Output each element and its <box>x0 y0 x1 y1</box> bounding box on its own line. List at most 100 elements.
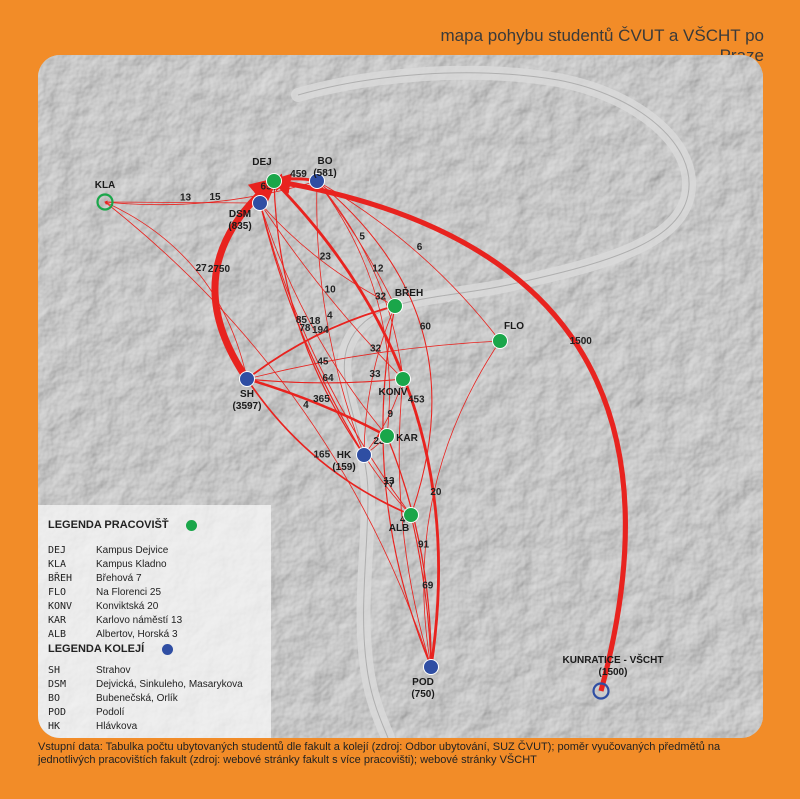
node-kun <box>592 682 610 700</box>
node-count-bo: (581) <box>313 168 336 179</box>
flow-value-label: 45 <box>317 357 329 368</box>
node-label-kar: KAR <box>396 433 418 444</box>
flow-value-label: 194 <box>312 325 329 336</box>
node-kar <box>379 428 395 444</box>
legend-abbr: KONV <box>48 601 73 612</box>
legend-row: ALB Albertov, Horská 3 <box>48 629 268 643</box>
flow-value-label: 78 <box>299 323 311 334</box>
flow-dsm-alb <box>259 202 412 516</box>
node-alb <box>403 507 419 523</box>
flow-pod-kar <box>386 435 432 668</box>
legend-description: Břehová 7 <box>96 573 142 584</box>
legend-abbr: DSM <box>48 679 67 690</box>
flow-value-label: 459 <box>290 169 307 180</box>
legend-row: KONV Konviktská 20 <box>48 601 268 615</box>
node-breh <box>387 298 403 314</box>
flow-hk-breh <box>363 305 396 456</box>
flow-value-label: 23 <box>320 251 332 262</box>
flow-dsm-kla <box>104 200 261 204</box>
flow-value-label: 77 <box>383 479 395 490</box>
legend-abbr: DEJ <box>48 545 67 556</box>
legend-abbr: ALB <box>48 629 67 640</box>
legend-description: Albertov, Horská 3 <box>96 629 178 640</box>
node-count-sh: (3597) <box>233 401 262 412</box>
flow-dsm-konv <box>259 202 404 380</box>
flow-value-label: 365 <box>313 394 330 405</box>
flow-value-label: 453 <box>408 394 425 405</box>
legend-dorms-title: LEGENDA KOLEJÍ <box>48 643 145 655</box>
flow-hk-dej <box>271 180 365 456</box>
flow-bo-alb <box>316 180 433 516</box>
legend-description: Bubenečská, Orlík <box>96 693 178 704</box>
flow-value-label: 13 <box>383 476 395 487</box>
node-label-kun: KUNRATICE - VŠCHT <box>563 653 664 666</box>
legend-abbr: SH <box>48 665 61 676</box>
node-sh <box>239 371 255 387</box>
river-bank <box>297 72 690 738</box>
node-label-hk: HK <box>337 450 352 461</box>
legend-row: SH Strahov <box>48 665 268 679</box>
node-konv <box>395 371 411 387</box>
node-count-pod: (750) <box>411 689 434 700</box>
footnote: Vstupní data: Tabulka počtu ubytovaných … <box>38 741 721 766</box>
node-label-dsm: DSM <box>229 209 251 220</box>
flow-pod-dej <box>272 179 441 668</box>
legend-description: Dejvická, Sinkuleho, Masarykova <box>96 679 243 690</box>
flow-sh-flo <box>246 339 501 380</box>
flow-bo-kla <box>104 180 318 206</box>
legend-description: Na Florenci 25 <box>96 587 162 598</box>
flow-value-label: 64 <box>322 373 334 384</box>
flow-value-label: 9 <box>388 409 394 420</box>
legend-description: Karlovo náměstí 13 <box>96 615 183 626</box>
flow-value-label: 23 <box>373 436 385 447</box>
workplace-dot-icon <box>186 520 197 531</box>
flow-value-label: 85 <box>296 315 308 326</box>
nodes-layer: DEJKLABŘEHFLOKONVKARALBSH(3597)DSM(835)B… <box>95 156 664 700</box>
flow-bo-hk <box>316 180 365 456</box>
node-label-breh: BŘEH <box>395 286 423 299</box>
legend-workplaces-title: LEGENDA PRACOVIŠŤ <box>48 519 169 531</box>
legend-abbr: POD <box>48 707 67 718</box>
flow-value-label: 27 <box>196 263 208 274</box>
node-label-alb: ALB <box>389 523 410 534</box>
legend-row: BŘEH Břehová 7 <box>48 573 268 587</box>
legend-abbr: HK <box>48 721 61 732</box>
flow-hk-konv <box>363 378 404 456</box>
legend-description: Podolí <box>96 707 125 718</box>
flow-dsm-breh <box>259 202 396 307</box>
flow-value-label: 69 <box>422 581 434 592</box>
legend-abbr: BŘEH <box>48 573 73 584</box>
legend-abbr: KLA <box>48 559 67 570</box>
flow-bo-kar <box>316 180 390 437</box>
flow-value-label: 4 <box>303 400 309 411</box>
node-pod <box>423 659 439 675</box>
flow-value-label: 20 <box>430 487 442 498</box>
flow-value-label: 2750 <box>208 264 231 275</box>
flow-sh-alb <box>246 378 413 517</box>
flow-value-label: 32 <box>375 292 387 303</box>
legend-description: Kampus Kladno <box>96 559 167 570</box>
flow-sh-kar <box>246 377 389 438</box>
node-kla <box>96 193 114 211</box>
flow-value-label: 5 <box>359 232 365 243</box>
flow-pod-alb <box>409 514 432 668</box>
legend-row: KLA Kampus Kladno <box>48 559 268 573</box>
legend-description: Strahov <box>96 665 131 676</box>
flow-value-label: 165 <box>313 449 330 460</box>
flow-map: 2750656459150015132746326012523181045781… <box>38 55 763 738</box>
legend-row: POD Podolí <box>48 707 268 721</box>
flow-value-label: 15 <box>209 192 221 203</box>
flow-value-label: 1500 <box>570 336 593 347</box>
flow-bo-breh <box>316 180 396 307</box>
flow-value-label: 60 <box>420 322 432 333</box>
legend-description: Konviktská 20 <box>96 601 159 612</box>
node-label-flo: FLO <box>504 321 524 332</box>
flow-value-label: 32 <box>370 344 382 355</box>
node-label-konv: KONV <box>379 387 408 398</box>
flow-pod-konv <box>398 378 432 668</box>
